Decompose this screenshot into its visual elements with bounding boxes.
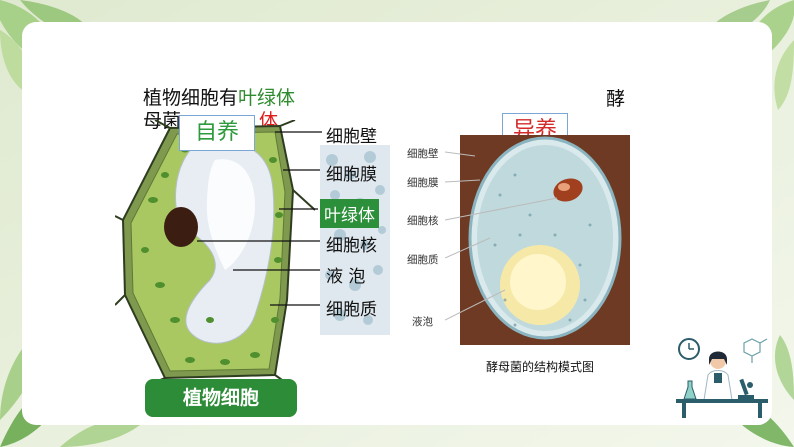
plant-label-cell-membrane: 细胞膜 [326, 165, 377, 185]
yeast-cell-diagram [460, 135, 630, 345]
microscope-icon [738, 378, 754, 399]
yeast-label-cell-membrane: 细胞膜 [407, 177, 439, 189]
plant-cell-diagram [115, 120, 322, 382]
yeast-label-nucleus: 细胞核 [407, 215, 439, 227]
plant-cell-button[interactable]: 植物细胞 [145, 379, 297, 417]
plant-label-chloroplast: 叶绿体 [320, 199, 379, 228]
plant-header-prefix: 植物细胞有 [143, 87, 239, 109]
yeast-label-cell-wall: 细胞壁 [407, 148, 439, 160]
molecule-icon [743, 338, 768, 363]
plant-label-cell-wall: 细胞壁 [326, 127, 377, 147]
yeast-header-right: 酵 [606, 88, 626, 110]
yeast-label-cytoplasm: 细胞质 [407, 254, 439, 266]
plant-header: 植物细胞有叶绿体 [143, 83, 295, 110]
plant-header-highlight: 叶绿体 [238, 87, 296, 109]
yeast-label-vacuole: 液泡 [412, 316, 433, 328]
yeast-caption: 酵母菌的结构模式图 [486, 360, 595, 374]
plant-label-nucleus: 细胞核 [326, 236, 377, 256]
autotroph-tag: 自养 [179, 115, 255, 151]
plant-label-vacuole: 液 泡 [326, 267, 366, 287]
plant-texture-strip [320, 145, 390, 335]
scientist-illustration-icon [676, 338, 768, 418]
yeast-leader-lines [445, 151, 558, 321]
plant-label-cytoplasm: 细胞质 [326, 300, 377, 320]
clock-icon [678, 338, 700, 360]
yeast-header-prefix: 母菌 [143, 110, 182, 132]
